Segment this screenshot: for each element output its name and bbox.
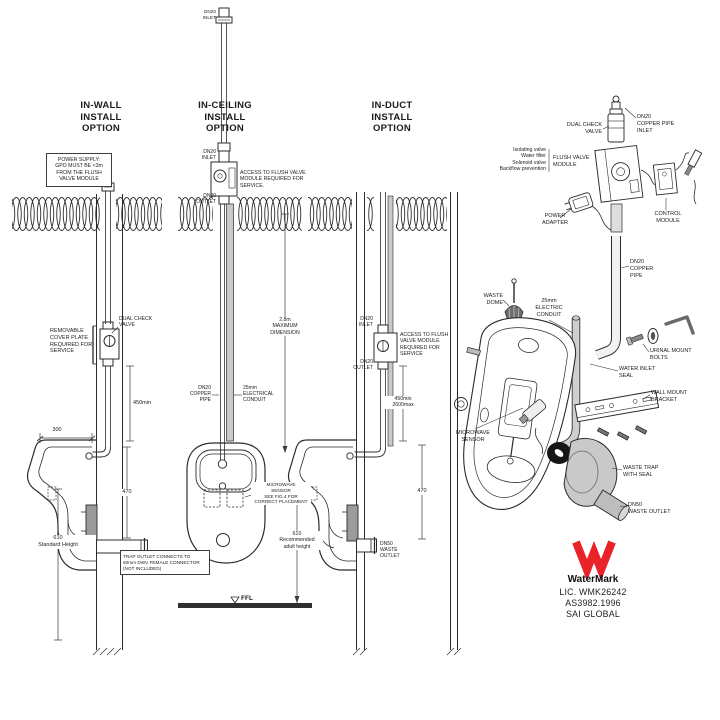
dim-470-inwall: 470 [117,489,137,496]
in-duct-drawing [287,192,462,656]
in-wall-title: IN-WALL INSTALL OPTION [80,100,122,135]
in-duct-title: IN-DUCT INSTALL OPTION [371,100,413,135]
dim-610-standard: 610 Standard Height [20,535,96,549]
x-dual-check-valve-label: DUAL CHECK VALVE [566,122,602,135]
dn20-inlet-duct-label: DN20 INLET [358,316,373,329]
watermark-brand: WaterMark [567,574,619,585]
x-water-inlet-seal-label: WATER INLET SEAL [619,366,656,379]
in-wall-drawing [26,182,151,656]
exploded-drawing [454,95,703,521]
access-note-ceiling: ACCESS TO FLUSH VALVE MODULE REQUIRED FO… [240,170,306,189]
dn20-copper-pipe-label: DN20 COPPER PIPE [189,385,211,404]
dn20-inlet-top-label: DN20 INLET [202,9,216,20]
ffl-label: FFL [241,595,253,602]
dim-470-induct: 470 [412,488,432,495]
x-waste-dome-label: WASTE DOME [483,293,503,306]
dim-450min-2600max: 450min 2600max [383,396,423,409]
x-electric-conduit-label: 25mm ELECTRIC CONDUIT [535,298,563,318]
x-copper-pipe-label: DN20 COPPER PIPE [630,259,654,279]
watermark-certifier: SAI GLOBAL [566,609,620,619]
x-wall-mount-bracket-label: WALL MOUNT BRACKET [651,390,688,403]
dim-450min: 450min [133,400,167,407]
x-flush-valve-module-label: FLUSH VALVE MODULE [553,155,590,168]
dn20-outlet-duct-label: DN20 OUTLET [353,359,373,372]
x-dn50-waste-outlet-label: DN50 WASTE OUTLET [628,502,671,515]
x-waste-trap-label: WASTE TRAP WITH SEAL [623,465,659,478]
in-ceiling-drawing [178,7,312,608]
x-copper-pipe-inlet-label: DN20 COPPER PIPE INLET [637,114,675,134]
removable-cover-label: REMOVABLE COVER PLATE REQUIRED FOR SERVI… [50,328,93,355]
dn20-inlet-ceiling-label: DN20 INLET [201,149,216,162]
x-valve-functions-label: Isolating valve Water filter Solenoid va… [499,147,546,173]
x-power-adapter-label: POWER ADAPTER [542,213,568,226]
power-supply-note: POWER SUPPLY: GPO MUST BE <3m FROM THE F… [46,153,112,187]
dim-2-8m: 2.8m MAXIMUM DIMENSION [261,317,309,337]
microwave-sensor-note: MICROWAVE SENSOR SEE FIG.4 FOR CORRECT P… [251,482,311,506]
dim-300: 300 [52,427,62,433]
dual-check-valve-label: DUAL CHECK VALVE [119,316,153,329]
in-ceiling-title: IN-CEILING INSTALL OPTION [198,100,252,135]
watermark-standard: AS3982.1996 [565,598,621,608]
exploded-leader-lines [474,107,667,508]
watermark-licence: LIC. WMK26242 [559,587,627,597]
x-urinal-mount-bolts-label: URINAL MOUNT BOLTS [650,348,692,361]
x-microwave-sensor-label: MICROWAVE SENSOR [456,430,490,443]
watermark-logo [572,540,616,581]
dn50-waste-outlet-duct-label: DN50 WASTE OUTLET [380,541,400,560]
dn20-outlet-ceiling-label: DN20 OUTLET [196,193,216,206]
trap-outlet-note: TRAP OUTLET CONNECTS TO 50mm DWV FEMALE … [120,550,210,576]
access-note-duct: ACCESS TO FLUSH VALVE MODULE REQUIRED FO… [400,332,449,358]
x-control-module-label: CONTROL MODULE [654,211,682,224]
dim-610-recommended: 610 Recommended adult height [271,531,323,551]
electrical-conduit-label: 25mm ELECTRICAL CONDUIT [243,385,274,404]
